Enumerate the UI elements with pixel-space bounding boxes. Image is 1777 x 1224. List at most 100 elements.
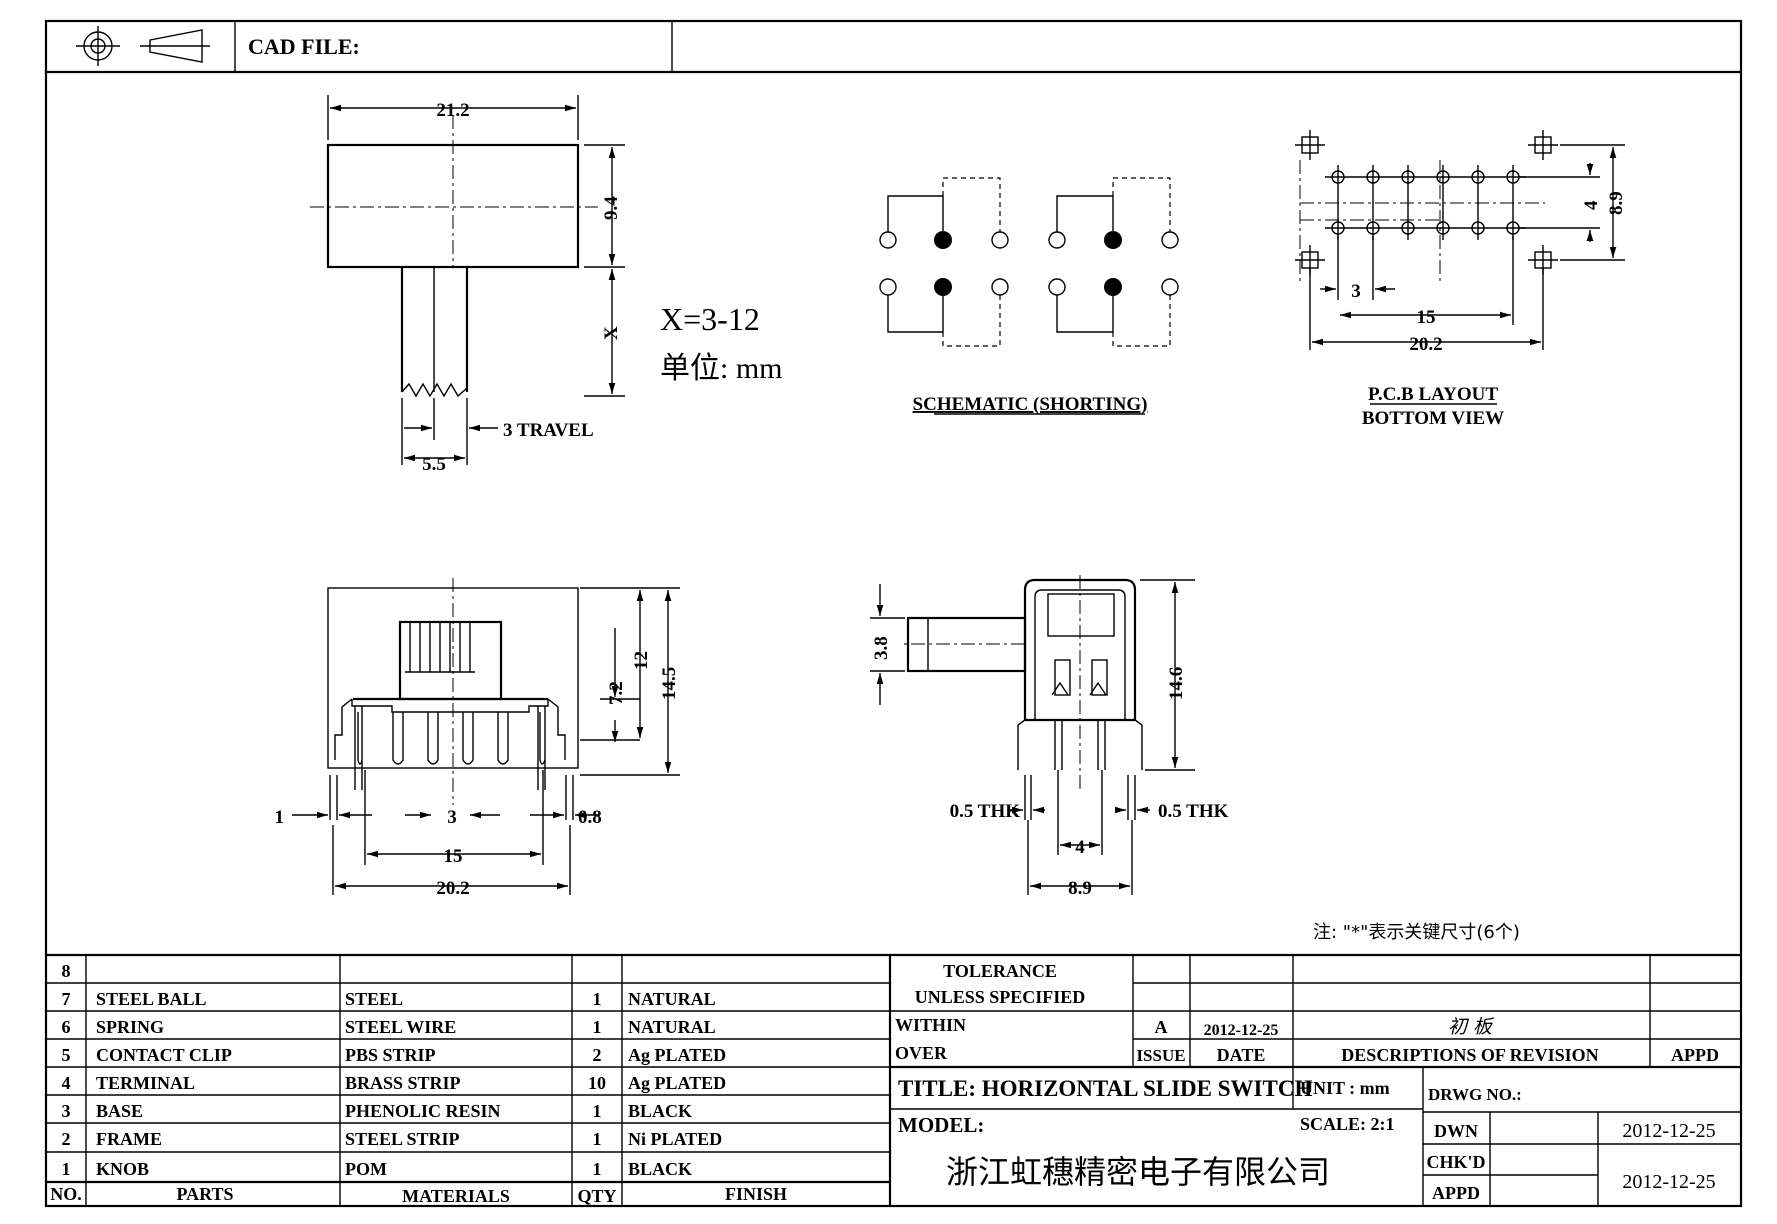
drawing-title: TITLE: HORIZONTAL SLIDE SWITCH xyxy=(898,1076,1312,1101)
bom-part: SPRING xyxy=(96,1017,164,1037)
dim-side-8-9: 8.9 xyxy=(1068,878,1092,899)
over-label: OVER xyxy=(895,1043,948,1063)
bom-finish: BLACK xyxy=(628,1101,692,1121)
dim-knob-width: 5.5 xyxy=(422,454,446,475)
dim-side-thk-left: 0.5 THK xyxy=(950,801,1021,822)
dim-side-14-6: 14.6 xyxy=(1166,667,1187,700)
bom-material: PBS STRIP xyxy=(345,1045,436,1065)
bom-row-no: 3 xyxy=(62,1101,71,1121)
key-dimension-note: 注: "*"表示关键尺寸(6个) xyxy=(1313,922,1520,943)
projection-symbol-icon xyxy=(76,26,210,66)
dim-knob-length: X xyxy=(601,326,622,340)
dwn-label: DWN xyxy=(1434,1121,1478,1141)
bom-row-no: 6 xyxy=(62,1017,71,1037)
bom-material: STEEL STRIP xyxy=(345,1129,460,1149)
pcb-layout-label: P.C.B LAYOUT xyxy=(1368,384,1498,405)
dim-side-3-8: 3.8 xyxy=(871,636,892,660)
issue-header: ISSUE xyxy=(1136,1046,1185,1065)
schematic: SCHEMATIC (SHORTING) xyxy=(879,177,1179,415)
bom-part: CONTACT CLIP xyxy=(96,1045,232,1065)
dim-travel: 3 TRAVEL xyxy=(503,420,594,441)
cad-file-label: CAD FILE: xyxy=(248,34,360,59)
bom-row-no: 5 xyxy=(62,1045,71,1065)
front-pins xyxy=(357,712,546,765)
dim-pcb-outer: 20.2 xyxy=(1409,334,1442,355)
bom-part: KNOB xyxy=(96,1159,149,1179)
unit-note-text: 单位: mm xyxy=(660,352,783,385)
dwn-date: 2012-12-25 xyxy=(1622,1120,1715,1142)
tolerance-label: TOLERANCE xyxy=(943,961,1057,981)
bom-part: STEEL BALL xyxy=(96,989,207,1009)
bom-row-no: 2 xyxy=(62,1129,71,1149)
bom-finish: Ag PLATED xyxy=(628,1045,726,1065)
bom-row-no: 7 xyxy=(62,989,71,1009)
dim-front-15: 15 xyxy=(444,846,463,867)
bom-material: BRASS STRIP xyxy=(345,1073,461,1093)
date-header: DATE xyxy=(1217,1045,1266,1065)
dim-pcb-inner: 15 xyxy=(1417,307,1436,328)
top-view: 21.2 9.4 X 3 TRAVEL 5.5 xyxy=(310,95,625,475)
bom-finish: NATURAL xyxy=(628,1017,716,1037)
revision-description: 初 板 xyxy=(1448,1016,1495,1038)
dim-pcb-row: 4 xyxy=(1581,200,1602,210)
pcb-layout: 8.9 4 3 15 20.2 P.C.B LAYOUT BOTTOM VIEW xyxy=(1295,130,1627,429)
bom-qty: 2 xyxy=(593,1045,602,1065)
revision-date: 2012-12-25 xyxy=(1204,1022,1279,1039)
bom-row-no: 4 xyxy=(62,1073,71,1093)
dim-front-14-5: 14.5 xyxy=(659,667,680,700)
dim-side-4: 4 xyxy=(1075,837,1085,858)
dim-side-thk-right: 0.5 THK xyxy=(1158,801,1229,822)
dim-top-height: 9.4 xyxy=(601,196,622,220)
appd-header: APPD xyxy=(1671,1045,1719,1065)
scale-label: SCALE: 2:1 xyxy=(1300,1114,1395,1134)
drawing-number-label: DRWG NO.: xyxy=(1428,1085,1522,1104)
dim-front-0-8: 0.8 xyxy=(578,807,602,828)
dim-pcb-pitch: 3 xyxy=(1351,281,1361,302)
bom-qty: 10 xyxy=(588,1073,606,1093)
bom-header-materials: MATERIALS xyxy=(402,1186,510,1206)
bom-material: STEEL WIRE xyxy=(345,1017,456,1037)
schematic-right xyxy=(1048,177,1179,347)
bom-material: POM xyxy=(345,1159,387,1179)
appd-label: APPD xyxy=(1432,1183,1480,1203)
header-block: CAD FILE: xyxy=(76,21,673,72)
bom-qty: 1 xyxy=(593,1101,602,1121)
revision-letter: A xyxy=(1155,1017,1168,1037)
bom-header-finish: FINISH xyxy=(725,1184,787,1204)
within-label: WITHIN xyxy=(895,1015,966,1035)
bom-qty: 1 xyxy=(593,1017,602,1037)
model-label: MODEL: xyxy=(898,1113,984,1137)
company-name: 浙江虹穗精密电子有限公司 xyxy=(946,1153,1330,1191)
bom-qty: 1 xyxy=(593,1159,602,1179)
chk-date: 2012-12-25 xyxy=(1622,1171,1715,1193)
bom-finish: NATURAL xyxy=(628,989,716,1009)
bottom-view-label: BOTTOM VIEW xyxy=(1362,408,1504,429)
chkd-label: CHK'D xyxy=(1426,1152,1485,1172)
side-view: 3.8 14.6 0.5 THK 0.5 THK 4 8.9 xyxy=(870,575,1229,899)
dim-top-width: 21.2 xyxy=(436,100,469,121)
unit-label: UNIT : mm xyxy=(1300,1078,1390,1098)
bom-header-qty: QTY xyxy=(577,1186,616,1206)
dim-front-12: 12 xyxy=(631,651,652,670)
front-view: 7.2 12 14.5 1 3 0.8 15 20.2 xyxy=(275,578,680,899)
sheet-border xyxy=(44,19,1743,1208)
x-range-text: X=3-12 xyxy=(660,301,760,337)
schematic-left xyxy=(879,177,1009,347)
dim-front-7-2: 7.2 xyxy=(606,681,627,705)
title-block: TOLERANCE UNLESS SPECIFIED WITHIN OVER A… xyxy=(890,955,1741,1206)
unless-specified-label: UNLESS SPECIFIED xyxy=(915,987,1086,1007)
bom-row-no: 8 xyxy=(62,961,71,981)
bom-material: PHENOLIC RESIN xyxy=(345,1101,501,1121)
bom-finish: Ag PLATED xyxy=(628,1073,726,1093)
bom-header-parts: PARTS xyxy=(176,1184,233,1204)
bom-qty: 1 xyxy=(593,989,602,1009)
bom-finish: Ni PLATED xyxy=(628,1129,722,1149)
dim-front-1: 1 xyxy=(275,807,285,828)
bom-qty: 1 xyxy=(593,1129,602,1149)
bom-table: 8 7 STEEL BALL STEEL 1 NATURAL 6 SPRING … xyxy=(46,953,1741,1206)
dim-front-3: 3 xyxy=(447,807,457,828)
bom-finish: BLACK xyxy=(628,1159,692,1179)
bom-part: FRAME xyxy=(96,1129,162,1149)
descriptions-header: DESCRIPTIONS OF REVISION xyxy=(1341,1045,1598,1065)
